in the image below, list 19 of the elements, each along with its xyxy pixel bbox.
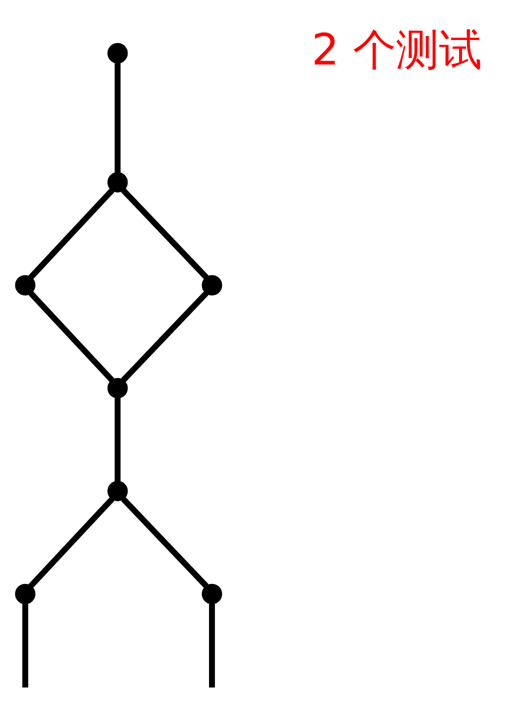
connector: [114, 397, 121, 482]
connector: [114, 62, 121, 173]
node-circle: [15, 274, 36, 295]
connector: [28, 496, 114, 588]
node-circle: [107, 480, 128, 501]
connector: [28, 290, 114, 382]
connector: [121, 496, 209, 588]
node-circle: [202, 583, 222, 604]
connector: [28, 188, 114, 280]
connector: [209, 603, 215, 688]
connector: [120, 290, 208, 382]
node-circle: [15, 583, 36, 604]
node-circle: [107, 378, 128, 398]
connector: [121, 188, 209, 280]
node-circle: [202, 274, 222, 295]
connector: [22, 603, 28, 688]
node-circle: [107, 42, 128, 63]
node-circle: [107, 172, 128, 192]
label: 2 个测试: [312, 24, 482, 75]
